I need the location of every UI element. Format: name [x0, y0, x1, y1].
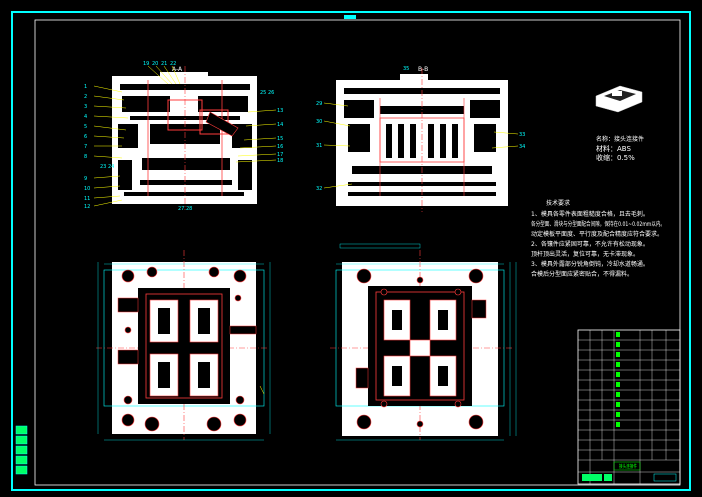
svg-text:14: 14: [277, 122, 283, 128]
svg-text:4: 4: [84, 114, 87, 120]
svg-text:24: 24: [108, 164, 114, 170]
title-block-heading: 接头连接件: [619, 463, 637, 470]
svg-text:28: 28: [186, 206, 192, 212]
svg-text:25: 25: [260, 90, 266, 96]
tech-requirements-title: 技术要求: [546, 199, 570, 207]
svg-text:31: 31: [316, 143, 322, 149]
svg-text:9: 9: [84, 176, 87, 182]
section-label-right: B-B: [418, 66, 428, 73]
border-marker-top: [344, 15, 356, 19]
outer-frame: [11, 11, 691, 491]
svg-text:2: 2: [84, 94, 87, 100]
svg-text:30: 30: [316, 119, 322, 125]
svg-text:15: 15: [277, 136, 283, 142]
svg-text:26: 26: [268, 90, 274, 96]
svg-text:各分型面、滑块与分型面配合间隙，保持在0.01~0.02mm: 各分型面、滑块与分型面配合间隙，保持在0.01~0.02mm以内。: [531, 220, 665, 228]
svg-text:收缩：0.5%: 收缩：0.5%: [596, 153, 635, 162]
svg-text:22: 22: [170, 61, 176, 67]
svg-text:3、模具外露部分锐角倒钝，冷却水道畅通。: 3、模具外露部分锐角倒钝，冷却水道畅通。: [531, 260, 649, 268]
svg-text:21: 21: [161, 61, 167, 67]
svg-text:16: 16: [277, 144, 283, 150]
svg-text:1、模具各零件表面粗糙度合格，且去毛刺。: 1、模具各零件表面粗糙度合格，且去毛刺。: [531, 210, 649, 218]
margin-blocks: [15, 425, 28, 475]
part-sketch: [595, 85, 643, 113]
svg-text:顶杆顶出灵活，复位可靠，无卡滞现象。: 顶杆顶出灵活，复位可靠，无卡滞现象。: [531, 250, 639, 258]
svg-text:29: 29: [316, 101, 322, 107]
svg-text:6: 6: [84, 134, 87, 140]
svg-text:2、各镶件应紧固可靠，不允许有松动现象。: 2、各镶件应紧固可靠，不允许有松动现象。: [531, 240, 649, 248]
title-block: 接头连接件: [577, 329, 681, 485]
svg-text:8: 8: [84, 154, 87, 160]
svg-text:1: 1: [84, 84, 87, 90]
svg-text:动定模板平面度、平行度及配合精度应符合要求。: 动定模板平面度、平行度及配合精度应符合要求。: [531, 230, 663, 238]
part-info: 名称：接头连接件 材料：ABS 收缩：0.5%: [596, 135, 644, 162]
section-view-right: B-B 29 30 31 32 33 34: [316, 66, 525, 212]
svg-text:10: 10: [84, 186, 90, 192]
svg-text:5: 5: [84, 124, 87, 130]
section-label-left: A-A: [172, 66, 183, 73]
svg-text:11: 11: [84, 196, 90, 202]
svg-text:27: 27: [178, 206, 184, 212]
balloon-labels-right: 29 30 31 32 33 34 35: [316, 66, 525, 192]
svg-text:33: 33: [519, 132, 525, 138]
svg-text:3: 3: [84, 104, 87, 110]
plan-view-left: [96, 250, 271, 441]
svg-text:23: 23: [100, 164, 106, 170]
svg-text:名称：接头连接件: 名称：接头连接件: [596, 135, 644, 143]
svg-text:19: 19: [143, 61, 149, 67]
svg-text:17: 17: [277, 152, 283, 158]
svg-text:13: 13: [277, 108, 283, 114]
svg-text:12: 12: [84, 204, 90, 210]
svg-text:材料：ABS: 材料：ABS: [596, 144, 631, 153]
svg-text:合模后分型面应紧密贴合，不得漏料。: 合模后分型面应紧密贴合，不得漏料。: [531, 270, 633, 278]
section-view-left: A-A: [84, 61, 283, 212]
svg-text:34: 34: [519, 144, 525, 150]
svg-text:7: 7: [84, 144, 87, 150]
tech-requirements: 技术要求 1、模具各零件表面粗糙度合格，且去毛刺。 各分型面、滑块与分型面配合间…: [531, 199, 665, 278]
inner-frame: [34, 19, 681, 486]
svg-text:32: 32: [316, 186, 322, 192]
balloon-labels-left: 1 2 3 4 5 6 7 8 9 10 11 12 13 14 15 16 1…: [84, 61, 283, 212]
svg-text:18: 18: [277, 158, 283, 164]
svg-text:20: 20: [152, 61, 158, 67]
plan-view-right: [330, 243, 517, 441]
svg-text:35: 35: [403, 66, 409, 72]
